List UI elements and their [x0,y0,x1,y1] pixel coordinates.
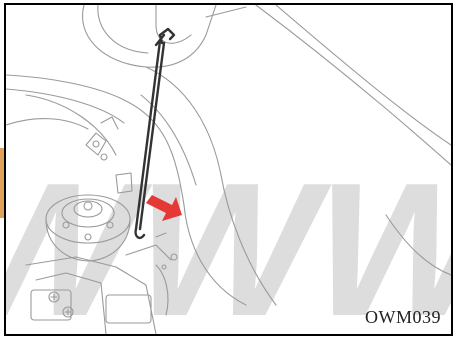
engine-bay-illustration: WWW [6,5,451,334]
figure-code: OWM039 [365,307,441,328]
svg-text:WWW: WWW [6,143,451,334]
illustration-frame: WWW [4,3,453,336]
watermark: WWW [6,143,451,334]
